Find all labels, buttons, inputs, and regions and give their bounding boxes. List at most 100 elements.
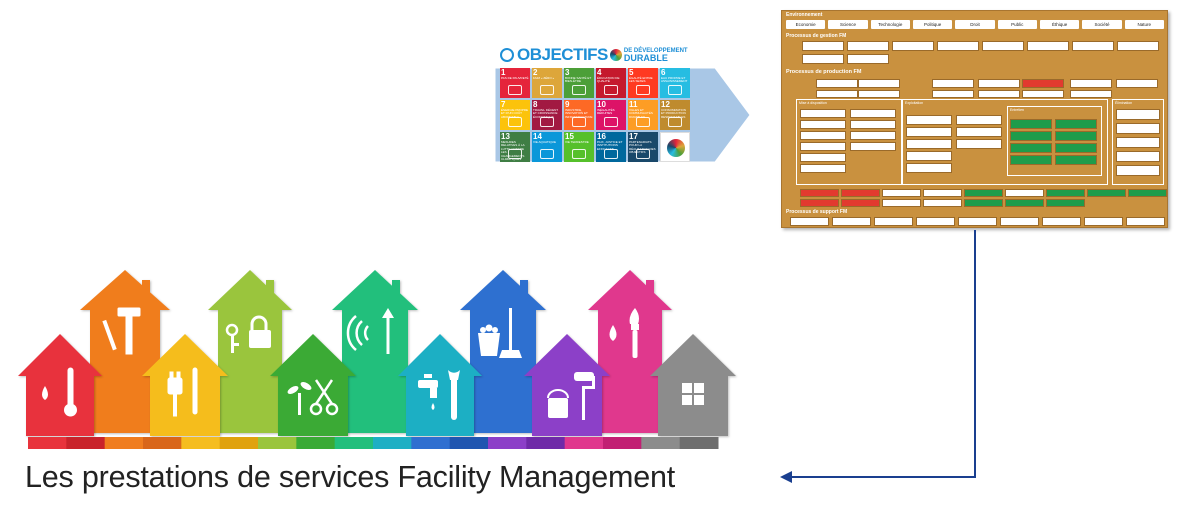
entretien-panel: Entretien [1007,106,1102,176]
fm-task-box [956,115,1002,125]
screwdriver-icon [102,319,117,351]
fm-task-box [906,139,952,149]
fm-task-box [882,199,921,207]
fm-task-box [800,199,839,207]
exploitation-label: Exploitation [905,101,924,105]
fm-task-box [1072,41,1114,51]
sdg-goal-label: PARTENARIATS POUR LA RÉALISATION DES OBJ… [629,140,656,155]
gestion-title: Processus de gestion FM [786,33,847,39]
sdg-goal-icon [508,85,522,95]
sdg-goal-icon [604,149,618,159]
color-band [28,437,719,449]
key-icon [225,323,239,353]
fm-task-box [1116,79,1158,88]
fm-task-box [802,54,844,64]
sdg-goal-number: 3 [565,68,570,77]
sdg-goal-label: ÉNERGIE PROPRE ET D'UN COÛT ABORDABLE [501,108,529,119]
sdg-goal-label: VIE AQUATIQUE [533,140,556,144]
sdg-goal-icon [572,85,586,95]
antenna-icon [382,308,394,354]
fm-task-box [923,189,962,197]
sdg-goal-number: 4 [597,68,602,77]
fm-task-box [800,153,846,162]
sdg-goal-icon [604,117,618,127]
fm-task-box [800,189,839,197]
fm-task-box [1046,189,1085,197]
fm-task-box [1010,131,1052,141]
house-plant [270,334,356,436]
fm-task-box [1005,189,1044,197]
fm-task-box [932,79,974,88]
sdg-goal-number: 10 [597,100,606,109]
production-title: Processus de production FM [786,69,862,75]
sdg-goal-icon [540,117,554,127]
sdg-goal-label: PAIX, JUSTICE ET INSTITUTIONS EFFICACES [597,140,623,151]
color-band-segment [564,437,604,449]
env-item: Politique [912,20,953,29]
elimination-panel: Élimination [1112,99,1164,185]
sdg-goal-number: 2 [533,68,538,77]
fm-task-box [978,79,1020,88]
sdg-goal-icon [636,85,650,95]
hammer-icon [117,307,141,355]
sdg-goal-label: ÉGALITÉ ENTRE LES SEXES [629,76,653,84]
sdg-goal-icon [508,149,522,159]
sdg-goal-number: 15 [565,132,574,141]
fm-task-box [800,131,846,140]
wifi-icon [346,315,369,351]
color-band-segment [679,437,719,449]
fm-task-box [841,189,880,197]
env-item: Nature [1124,20,1164,29]
fm-task-box [800,109,846,118]
color-band-segment [143,437,182,449]
fm-task-box [1022,79,1064,88]
fm-task-box [1055,119,1097,129]
mop-icon [499,308,522,358]
fm-task-box [956,127,1002,137]
sdg-goal-label: FAIM « ZÉRO » [533,76,555,80]
support-title: Processus de support FM [786,209,848,215]
sdg-goal-icon [604,85,618,95]
color-band-segment [296,437,336,449]
exploitation-panel: Exploitation [902,99,1108,185]
sdg-goal-label: ÉDUCATION DE QUALITÉ [597,76,620,84]
fm-task-box [978,90,1020,98]
env-item: Public [997,20,1037,29]
sdg-goal-number: 13 [501,132,510,141]
fm-task-box [906,115,952,125]
fm-task-box [858,79,900,88]
sdg-goal-icon [572,149,586,159]
paint-drop-icon [609,325,617,341]
color-band-segment [181,437,221,449]
fm-task-box [850,131,896,140]
house-window [650,334,736,436]
house-plug [142,334,228,436]
fm-task-box [1010,143,1052,153]
sdg-goal-icon [668,117,682,127]
sdg-goal-icon [540,85,554,95]
wrench-icon [448,370,460,420]
fm-task-box [847,41,889,51]
sdg-wheel-icon [609,49,622,61]
env-item: Economie [786,20,826,29]
elimination-label: Élimination [1115,101,1133,105]
fm-task-box [1116,151,1160,162]
fm-task-box [850,109,896,118]
fm-task-box [800,120,846,129]
fm-task-box [906,163,952,173]
fm-task-box [850,120,896,129]
env-item: Éthique [1039,20,1080,29]
fm-task-box [892,41,934,51]
sdg-goal-label: CONSOMMATION ET PRODUCTION RESPONSABLES [661,108,686,119]
color-band-segment [104,437,144,449]
window-icon [682,383,704,405]
sdg-goal-number: 9 [565,100,570,109]
